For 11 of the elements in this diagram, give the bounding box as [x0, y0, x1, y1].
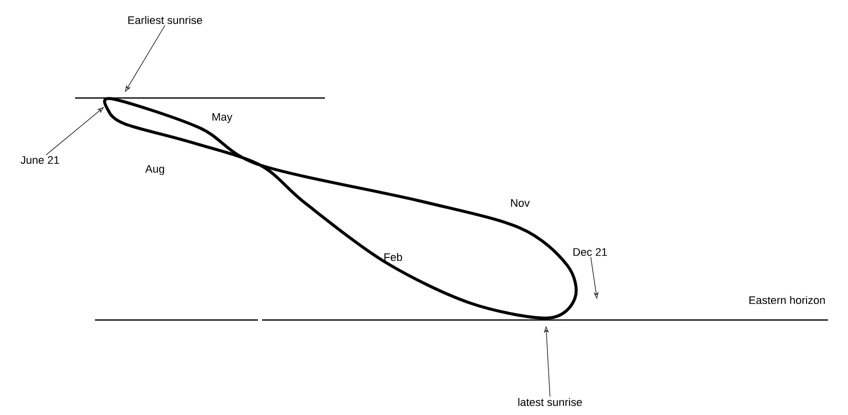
month-label: Aug	[145, 165, 164, 175]
callout-text: June 21	[20, 156, 60, 164]
horizon-label: Eastern horizon	[749, 296, 825, 304]
callout-text: Earliest sunrise	[128, 16, 202, 24]
leader-arrow	[46, 107, 104, 156]
leader-arrow	[125, 24, 166, 92]
month-label: May	[212, 113, 232, 123]
month-label: Feb	[384, 252, 402, 262]
callout-text: latest sunrise	[518, 398, 582, 406]
callout-text: Dec 21	[574, 248, 607, 256]
month-label: Nov	[511, 199, 530, 207]
